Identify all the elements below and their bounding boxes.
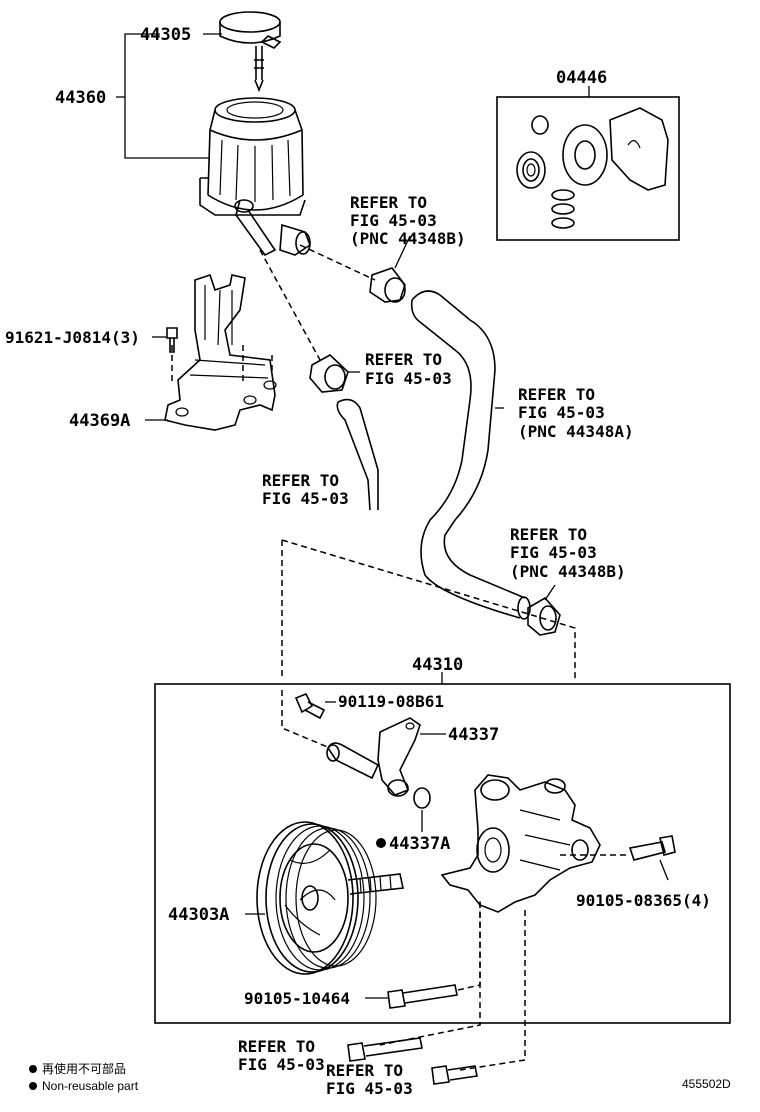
refer-lower-clamp: REFER TO FIG 45-03 (PNC 44348B) bbox=[510, 525, 626, 581]
lower-bolt bbox=[387, 984, 458, 1009]
return-clamp bbox=[369, 267, 406, 303]
legend-english: Non-reusable part bbox=[42, 1079, 139, 1093]
svg-text:REFER TO: REFER TO bbox=[326, 1061, 403, 1080]
label-44360: 44360 bbox=[55, 88, 106, 108]
label-44369A: 44369A bbox=[69, 411, 130, 431]
reservoir-bracket bbox=[164, 273, 277, 431]
pump-body bbox=[440, 774, 601, 913]
svg-text:REFER TO: REFER TO bbox=[510, 525, 587, 544]
hose-clamp-lower bbox=[527, 596, 561, 636]
svg-text:REFER TO: REFER TO bbox=[365, 350, 442, 369]
label-44305: 44305 bbox=[140, 25, 191, 45]
svg-text:FIG 45-03: FIG 45-03 bbox=[326, 1079, 413, 1098]
union-bolt bbox=[294, 692, 326, 720]
svg-text:(PNC 44348B): (PNC 44348B) bbox=[350, 229, 466, 248]
reservoir-tank bbox=[199, 97, 311, 257]
return-hose bbox=[336, 398, 379, 511]
svg-text:REFER TO: REFER TO bbox=[518, 385, 595, 404]
label-04446: 04446 bbox=[556, 68, 607, 88]
label-44310: 44310 bbox=[412, 655, 463, 675]
refer-bolt-1 bbox=[347, 1037, 423, 1062]
refer-hose-clamp: REFER TO FIG 45-03 bbox=[365, 350, 452, 388]
figure-id: 455502D bbox=[682, 1077, 731, 1091]
label-44337A: 44337A bbox=[389, 834, 450, 854]
label-44303A: 44303A bbox=[168, 905, 229, 925]
pump-bolt bbox=[628, 835, 676, 861]
label-44337: 44337 bbox=[448, 725, 499, 745]
svg-text:FIG 45-03: FIG 45-03 bbox=[350, 211, 437, 230]
refer-return-hose: REFER TO FIG 45-03 bbox=[262, 471, 349, 508]
bracket-bolt bbox=[166, 327, 178, 353]
svg-text:FIG 45-03: FIG 45-03 bbox=[518, 403, 605, 422]
label-90105-10464: 90105-10464 bbox=[244, 989, 350, 1008]
svg-text:(PNC 44348B): (PNC 44348B) bbox=[510, 562, 626, 581]
svg-text:FIG 45-03: FIG 45-03 bbox=[510, 543, 597, 562]
label-90119-08B61: 90119-08B61 bbox=[338, 692, 444, 711]
svg-text:REFER TO: REFER TO bbox=[238, 1037, 315, 1056]
gasket-kit-parts bbox=[516, 107, 669, 229]
o-ring bbox=[413, 787, 431, 809]
legend-japanese: 再使用不可部品 bbox=[42, 1061, 126, 1076]
svg-text:REFER TO: REFER TO bbox=[350, 193, 427, 212]
leader-44360 bbox=[124, 33, 210, 159]
gasket-kit-box bbox=[496, 96, 680, 241]
label-90105-08365: 90105-08365(4) bbox=[576, 891, 711, 910]
svg-text:REFER TO: REFER TO bbox=[262, 471, 339, 490]
svg-text:FIG 45-03: FIG 45-03 bbox=[365, 369, 452, 388]
suction-hose bbox=[410, 290, 531, 620]
refer-bolt-2 bbox=[431, 1065, 478, 1085]
refer-bolt-label-1: REFER TO FIG 45-03 bbox=[238, 1037, 325, 1074]
label-91621-J0814: 91621-J0814(3) bbox=[5, 328, 140, 347]
svg-text:FIG 45-03: FIG 45-03 bbox=[262, 489, 349, 508]
legend: 再使用不可部品 Non-reusable part bbox=[29, 1061, 139, 1093]
dashed-link-return bbox=[281, 539, 576, 680]
refer-return-clamp: REFER TO FIG 45-03 (PNC 44348B) bbox=[350, 193, 466, 248]
refer-suction-hose: REFER TO FIG 45-03 (PNC 44348A) bbox=[518, 385, 634, 441]
union-fitting bbox=[326, 717, 421, 797]
reservoir-cap bbox=[219, 11, 282, 93]
refer-bolt-label-2: REFER TO FIG 45-03 bbox=[326, 1061, 413, 1098]
pulley bbox=[256, 821, 404, 975]
svg-text:(PNC 44348A): (PNC 44348A) bbox=[518, 422, 634, 441]
non-reusable-dot bbox=[376, 838, 386, 848]
svg-text:FIG 45-03: FIG 45-03 bbox=[238, 1055, 325, 1074]
hose-clamp-left bbox=[309, 354, 349, 393]
